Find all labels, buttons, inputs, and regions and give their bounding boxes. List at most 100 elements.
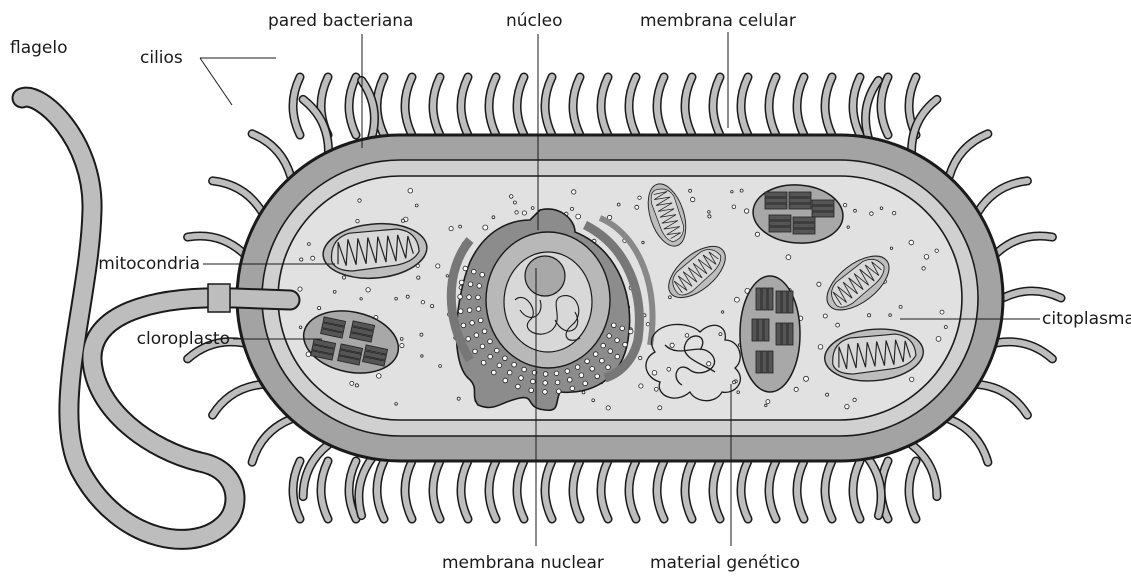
label-nucleo: núcleo (506, 13, 562, 30)
ribosome (503, 356, 508, 361)
ribosome (467, 295, 472, 300)
label-pared-bacteriana: pared bacteriana (268, 13, 413, 30)
cilium-outline (252, 134, 291, 177)
granule (311, 256, 315, 260)
granule (408, 188, 413, 193)
ribosome (470, 321, 475, 326)
ribosome (492, 370, 497, 375)
ribosome (476, 295, 481, 300)
granule (483, 225, 488, 230)
granule (318, 307, 321, 310)
ribosome (495, 348, 500, 353)
granule (358, 199, 361, 202)
granule (342, 276, 345, 279)
granule (836, 323, 840, 327)
granule (492, 216, 495, 219)
granule (708, 215, 711, 218)
ribosome (593, 352, 598, 357)
ribosome (628, 329, 633, 334)
granule (708, 211, 711, 214)
label-mitocondria: mitocondria (80, 256, 200, 273)
granule (571, 207, 574, 210)
ribosome (623, 342, 628, 347)
ribosome (615, 338, 620, 343)
ribosome (503, 378, 508, 383)
granule (654, 387, 658, 391)
granule (890, 247, 892, 249)
ribosome (579, 373, 584, 378)
granule (847, 226, 849, 228)
granule (356, 219, 359, 222)
granule (924, 254, 929, 259)
ribosome (480, 272, 485, 277)
ribosome (466, 337, 471, 342)
granule (870, 212, 874, 216)
ribosome (615, 354, 620, 359)
granule (935, 249, 938, 252)
granule (355, 384, 358, 387)
label-cilios: cilios (140, 50, 183, 67)
ribosome (565, 369, 570, 374)
granule (818, 345, 823, 350)
granule (732, 205, 736, 209)
granule (766, 400, 770, 404)
cilium-outline (949, 419, 988, 462)
ribosome (585, 359, 590, 364)
label-citoplasma: citoplasma (1042, 311, 1131, 328)
granule (646, 323, 649, 326)
ribosome (488, 354, 493, 359)
ribosome (595, 374, 600, 379)
granule (308, 243, 311, 246)
granule (737, 391, 740, 394)
ribosome (519, 376, 524, 381)
granule (642, 241, 644, 243)
granule (691, 197, 695, 201)
ribosome (472, 269, 477, 274)
granule (670, 343, 674, 347)
ribosome (601, 343, 606, 348)
granule (300, 258, 303, 261)
ribosome (529, 388, 534, 393)
cilium (359, 459, 372, 516)
label-membrana-celular: membrana celular (640, 13, 796, 30)
granule (733, 381, 736, 384)
ribosome (522, 367, 527, 372)
granule (299, 326, 302, 329)
ribosome (607, 334, 612, 339)
granule (707, 362, 711, 366)
granule (910, 377, 914, 381)
granule (395, 403, 398, 406)
granule (421, 355, 423, 357)
granule (439, 365, 442, 368)
ribosome (481, 360, 486, 365)
granule (638, 196, 641, 199)
granule (909, 240, 914, 245)
granule (823, 314, 827, 318)
ribosome (620, 326, 625, 331)
ribosome (507, 370, 512, 375)
granule (936, 337, 941, 342)
ribosome (516, 384, 521, 389)
ribosome (478, 318, 483, 323)
granule (817, 282, 821, 286)
granule (843, 203, 846, 206)
granule (406, 295, 409, 298)
ribosome (480, 344, 485, 349)
ribosome (459, 280, 464, 285)
granule (853, 398, 856, 401)
label-flagelo: flagelo (10, 40, 68, 57)
granule (400, 344, 404, 348)
ribosome (556, 389, 561, 394)
granule (515, 211, 518, 214)
granule (899, 305, 902, 308)
granule (421, 301, 424, 304)
ribosome (474, 333, 479, 338)
granule (765, 404, 767, 406)
ribosome (554, 371, 559, 376)
ribosome (512, 362, 517, 367)
ribosome (608, 349, 613, 354)
ribosome (600, 358, 605, 363)
granule (400, 338, 403, 341)
ribosome (476, 307, 481, 312)
label-material-genetico: material genético (650, 555, 800, 572)
